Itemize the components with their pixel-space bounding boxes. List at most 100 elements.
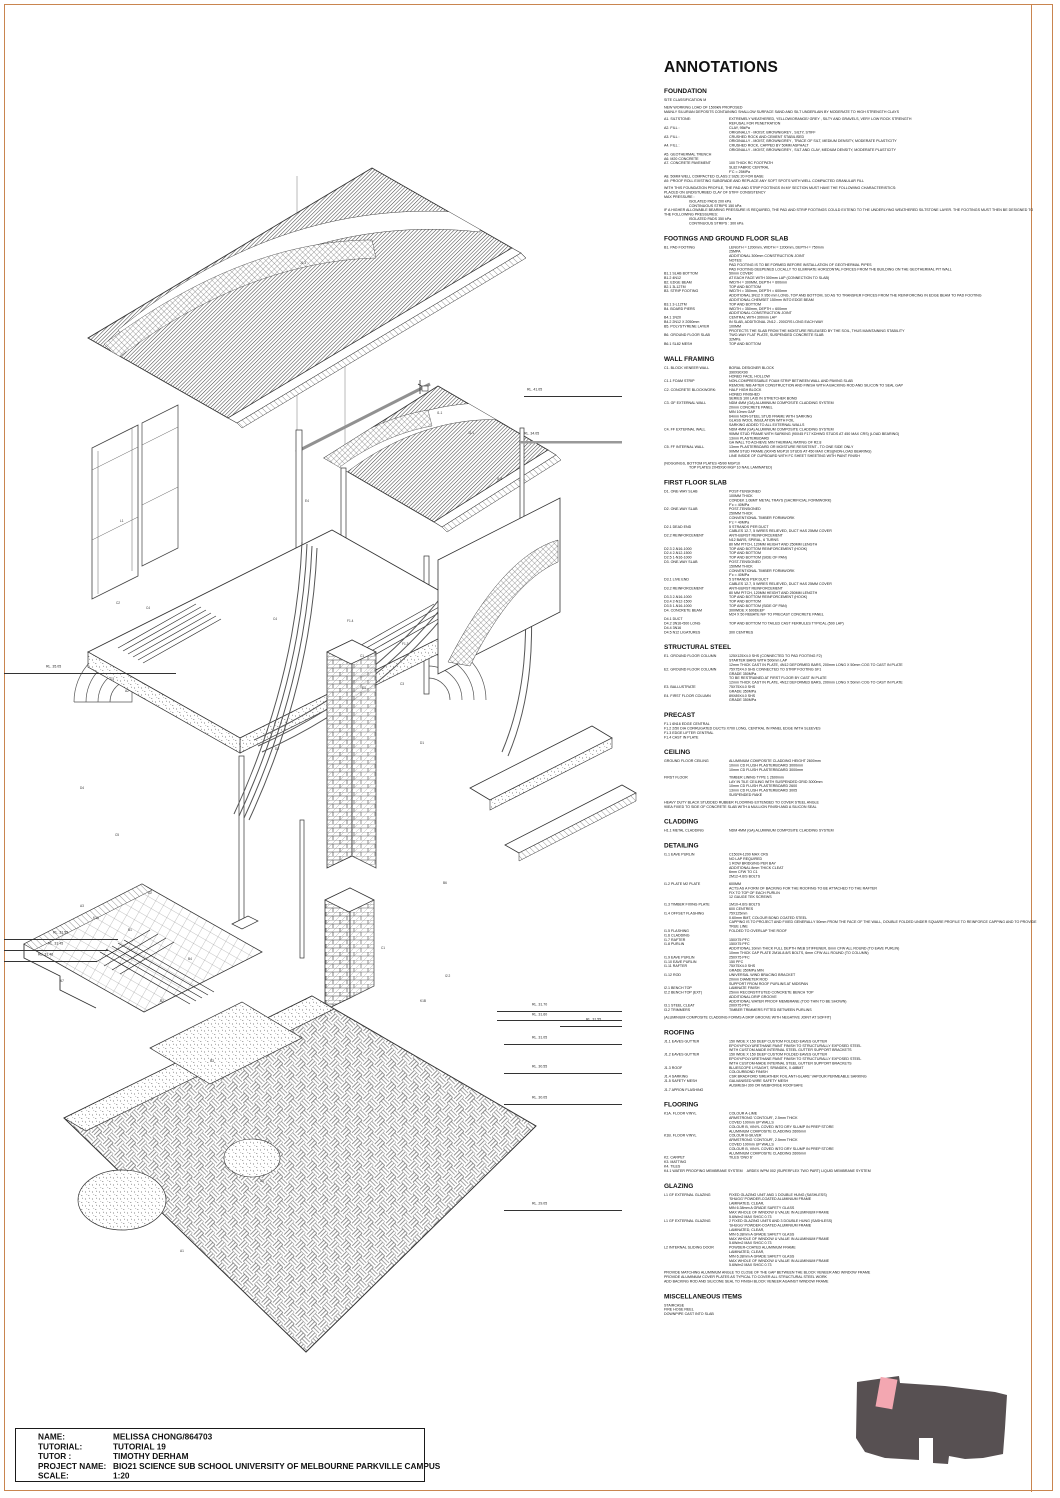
annotation-item-text: ARDEX WPM 002 (SUPERFLEX TWO PART) LIQUI…: [746, 1168, 871, 1173]
annotation-item-label: D4.2 3N16+500 LONG: [664, 621, 701, 626]
annotation-row: K3. MATTING: [664, 1160, 1037, 1164]
annotation-row: ORIGINALLY - MOIST, BROWN/GREY , SILT AN…: [729, 147, 896, 152]
annotation-item-text: 13mm PLASTERBOARD OR MOISTURE RESISTENT …: [729, 444, 854, 450]
annotation-row: F'c = 40MPa: [729, 519, 750, 525]
annotation-item-text: TOP AND BOTTOM: [729, 301, 761, 307]
annotation-item-text: 5 STRANDS PER DUCT: [729, 577, 769, 582]
annotation-row: CONTINUOUS STRIPS : 300 kPa: [689, 220, 744, 226]
annotation-item-text: TOP AND BOTTOM REINFORCEMENT (HOOK): [729, 594, 808, 600]
annotation-row: NEW WORKING LOAD OF 1500kN PROPOSED: [664, 104, 743, 110]
annotation-row: 250MM THICK: [729, 511, 753, 516]
annotation-item-label: I1.12 ROD: [664, 972, 681, 977]
annotation-row: PROVIDE ALUMINIUM COVER PLATES AS TYPICA…: [664, 1274, 827, 1279]
annotation-item-text: WIDTH = 350mm, DEPTH = 600mm: [729, 288, 788, 294]
annotation-item-text: ALUMINIUM COMPOSITE CLADDING HEIGHT 2600…: [729, 758, 821, 764]
annotation-item-label: I1.1 EAVE PURLIN: [664, 852, 695, 857]
annotation-item-label: FIRST FLOOR: [664, 774, 688, 780]
annotation-item-label: A3. FILL :: [664, 134, 680, 139]
titleblock-row: SCALE:1:20: [38, 1472, 448, 1482]
annotation-row: PAD FOOTING DEEPENED LOCALLY TO ELIMINAT…: [729, 266, 952, 272]
annotation-item-text: 300WIDE X 600DEEP: [729, 607, 765, 613]
annotation-row: ISOLATED PADS 200 kPa: [689, 198, 732, 204]
annotation-item-label: B2.1 3L12TM: [664, 284, 686, 289]
annotation-item-label: E3. BALLUSTRATE: [664, 684, 696, 690]
annotation-row: IF A HIGHER ALLOWABLE BEARING PRESSURE I…: [664, 207, 1034, 217]
annotation-item-label: C3. GF EXTERNAL WALL: [664, 400, 707, 406]
annotation-row: F1.3 EDGE LIFTER CENTRAL: [664, 730, 714, 735]
annotation-item-label: L1 GF EXTERNAL GLAZING: [664, 1192, 711, 1197]
annotation-item-text: 1M10-4.6/S BOLTS: [729, 902, 761, 907]
annotation-row: CONTINUOUS STRIPS 150 kPa: [689, 203, 742, 208]
annotation-row: N12 BARS, SPIRAL, 6 TURNS: [729, 537, 779, 542]
annotation-section-heading: CEILING: [664, 748, 691, 756]
annotation-row: TO BE RESTRAINED AT FIRST FLOOR BY CAST …: [729, 675, 827, 681]
annotation-item-label: B4. BOARD PIERS: [664, 306, 695, 311]
annotation-item-text: FIXED GLAZING UNIT AND 1 DOUBLE HUNG (SA…: [729, 1192, 827, 1197]
annotation-row: ADDITIONAL WATER PROOF MEMBRANE (TOO THI…: [729, 998, 847, 1004]
annotation-item-text: TOP AND BOTTOM (SIDE OF PAN): [729, 603, 787, 608]
annotation-row: NO LAP REQUIRED: [729, 856, 763, 861]
bench-units: [469, 725, 637, 862]
annotation-row: ACTS AS A FORM OF BACKING FOR THE ROOFIN…: [729, 885, 878, 891]
annotation-row: M24 X 50 REBATE N/F TO PRECAST CONCRETE …: [729, 612, 824, 617]
annotation-item-text: TIMBER LINING TYPE 1 2600mm: [729, 774, 784, 780]
annotation-row: PAD FOOTING IS TO BE FORMED BEFORE INSTA…: [729, 262, 872, 267]
annotation-row: 20mm DIAMETER ROD: [729, 976, 768, 982]
eaves-gutter-line: [295, 382, 431, 454]
annotation-item-label: E4. FIRST FLOOR COLUMN: [664, 693, 711, 698]
annotation-item-label: J1.5 SAFETY MESH: [664, 1078, 698, 1084]
annotation-row: A3. FILL :CRUSHED ROCK AND CEMENT STABIL…: [664, 134, 1037, 139]
annotation-item-text: 89X89X4.0 SHS: [729, 693, 756, 698]
roof-plane-upper: [87, 167, 527, 429]
annotation-item-label: E2. GROUND FLOOR COLUMN: [664, 666, 717, 672]
annotation-row: 32MPa: [729, 337, 741, 342]
annotation-item-text: CSR BRADFORD 'BREATHER FOIL ANTI-GLARE' …: [729, 1074, 867, 1079]
soil-block: [63, 995, 537, 1353]
annotation-section-heading: PRECAST: [664, 711, 696, 719]
annotation-item-text: EXTREMELY WEATHERED, YELLOW/ORANGE/ GREY…: [729, 116, 912, 122]
annotation-item-text: ANTI-BURST REINFORCEMENT: [729, 585, 783, 591]
annotation-row: 'SHUGG' POWDER-COATED ALUMINIUM FRAME: [729, 1196, 812, 1202]
annotation-section-heading: FIRST FLOOR SLAB: [664, 478, 727, 487]
annotation-item-label: D1. ONE-WAY SLAB: [664, 489, 698, 494]
annotation-item-text: NON-COMPRESSABLE FOAM STRIP BETWEEN WALL…: [729, 378, 853, 384]
annotation-row: 12 GAUGE TEK SCREWS: [729, 894, 772, 900]
annotation-row: MAX WHOLE OF WINDOW U VALUE IN ALUMINIUM…: [729, 1258, 829, 1263]
annotation-row: A1. SILTSTONE:EXTREMELY WEATHERED, YELLO…: [664, 117, 1037, 121]
titleblock-value: MELISSA CHONG/864703: [113, 1432, 213, 1442]
annotation-item-label: B2. EDGE BEAM: [664, 279, 692, 285]
annotation-item-text: COLOUR A-LIME: [729, 1111, 758, 1116]
annotation-row: B2. EDGE BEAM WIDTH = 300MM, DEPTH = 600m…: [664, 280, 1037, 284]
annotation-item-text: TOP AND BOTTOM: [729, 284, 761, 289]
annotation-item-label: D3.5 1-N16-1000: [664, 603, 692, 608]
annotation-row: ADD BACKING ROD AND SILICONE SEAL TO FIN…: [664, 1278, 829, 1284]
annotation-row: MAX WHOLE OF WINDOW U VALUE IN ALUMINIUM…: [729, 1236, 829, 1241]
annotation-row: 10mm CD FLUSH PLASTERBOARD 3000mm: [729, 767, 804, 773]
annotation-row: GRADE 350MPa: [729, 688, 757, 694]
annotation-row: ADDITIONAL CONSTRUCTION JOINT: [729, 310, 792, 316]
annotation-item-text: WIDTH = 300MM, DEPTH = 600mm: [729, 279, 788, 285]
annotation-row: ADDITIONAL DRIP GROOVE: [729, 994, 777, 999]
annotation-row: COLOURBOND FINISH: [729, 1069, 768, 1075]
annotation-row: L1 GF EXTERNAL GLAZING FIXED GLAZING UNIT…: [664, 1192, 1037, 1197]
annotation-item-text: POST-TENSIONED: [729, 559, 761, 564]
annotation-row: PROVIDE MATCHING ALUMINIUM ANGLE TO CLOS…: [664, 1270, 871, 1275]
